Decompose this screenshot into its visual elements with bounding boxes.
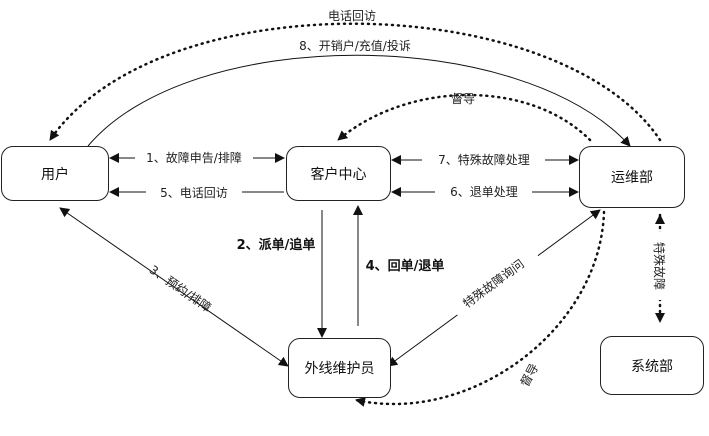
edge-open-recharge [87,54,631,147]
edge-label-special-fault-vertical: 特殊故障 [652,242,667,290]
edge-supervise-bottom [354,210,606,407]
edge-label-top-phone-visit: 电话回访 [328,9,376,23]
node-user: 用户 [1,146,109,201]
edge-top-phone-visit [48,22,662,142]
edge-label-open-recharge: 8、开销户/充值/投诉 [299,38,411,53]
edge-label-reply: 4、回单/退单 [366,258,445,274]
node-ops: 运维部 [579,146,685,208]
edge-label-supervise-bottom: 督导 [517,361,542,389]
edge-supervise-top [336,93,592,142]
edge-label-appointment: 3、预约/排障 [147,262,214,315]
edge-label-supervise-top: 督导 [451,91,475,106]
node-field-maint: 外线维护员 [288,338,391,398]
edge-label-dispatch: 2、派单/追单 [237,237,316,253]
edge-label-phone-visit-5: 5、电话回访 [160,186,228,200]
edge-label-refund: 6、退单处理 [450,185,518,199]
edge-label-special-fault: 7、特殊故障处理 [438,152,530,167]
node-system: 系统部 [600,336,704,395]
edge-label-fault-report: 1、故障申告/排障 [146,150,242,165]
edge-label-special-query: 特殊故障询问 [460,256,527,311]
node-customer-center: 客户中心 [286,146,391,201]
edge-appointment [59,207,289,367]
